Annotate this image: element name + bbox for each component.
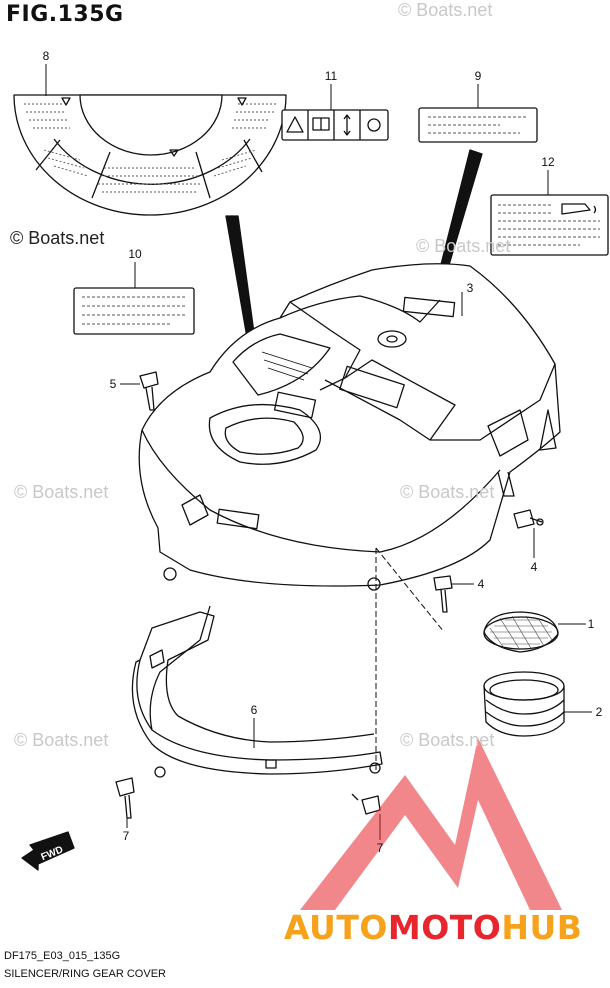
warning-triangle-icon bbox=[286, 116, 304, 133]
bolt-7-left bbox=[115, 777, 135, 819]
watermark-3: © Boats.net bbox=[14, 482, 109, 502]
callout-numbers: 8 11 9 12 10 3 5 4 4 1 2 6 7 7 bbox=[43, 49, 603, 855]
watermark-6: © Boats.net bbox=[400, 730, 495, 750]
callout-5: 5 bbox=[110, 377, 117, 391]
bolt-4-upper bbox=[513, 509, 544, 529]
figure-code: DF175_E03_015_135G bbox=[4, 950, 121, 962]
watermark-5: © Boats.net bbox=[14, 730, 109, 750]
bolt-7-right bbox=[351, 793, 381, 815]
callout-4-lower: 4 bbox=[478, 577, 485, 591]
part-1-dome-cap bbox=[483, 611, 559, 653]
watermark-4: © Boats.net bbox=[400, 482, 495, 502]
figure-caption: SILENCER/RING GEAR COVER bbox=[4, 968, 166, 980]
callout-7-right: 7 bbox=[377, 841, 384, 855]
callout-8: 8 bbox=[43, 49, 50, 63]
label-11-warning-icons bbox=[281, 109, 389, 141]
callout-4-upper: 4 bbox=[531, 560, 538, 574]
brand-wordmark: AUTOMOTOHUB bbox=[284, 908, 583, 947]
label-8-semicircle bbox=[13, 94, 287, 216]
watermark-2: © Boats.net bbox=[416, 236, 511, 256]
callout-6: 6 bbox=[251, 703, 258, 717]
rotation-icon bbox=[367, 118, 381, 132]
callout-9: 9 bbox=[475, 69, 482, 83]
automotohub-logo-icon bbox=[300, 738, 562, 910]
leader-lines bbox=[45, 64, 592, 840]
label-12-oil bbox=[490, 194, 609, 256]
callout-10: 10 bbox=[128, 247, 142, 261]
oil-can-icon bbox=[561, 203, 591, 215]
callout-12: 12 bbox=[541, 155, 555, 169]
figure-title: FIG.135G bbox=[6, 2, 124, 27]
callout-2: 2 bbox=[596, 705, 603, 719]
bolt-4-lower bbox=[433, 575, 453, 613]
watermark-1: © Boats.net bbox=[398, 0, 493, 20]
callout-11: 11 bbox=[325, 69, 338, 83]
label-9 bbox=[418, 107, 538, 143]
watermark-dark: © Boats.net bbox=[10, 228, 105, 248]
bolt-5 bbox=[139, 371, 159, 411]
fwd-arrow-icon: FWD bbox=[21, 831, 75, 871]
ring-gear-cover bbox=[131, 605, 383, 778]
callout-7-left: 7 bbox=[123, 829, 130, 843]
silencer-cover bbox=[138, 263, 561, 591]
part-2-ring-seal bbox=[483, 671, 565, 737]
label-10 bbox=[73, 287, 195, 335]
callout-1: 1 bbox=[588, 617, 595, 631]
callout-3: 3 bbox=[467, 281, 474, 295]
